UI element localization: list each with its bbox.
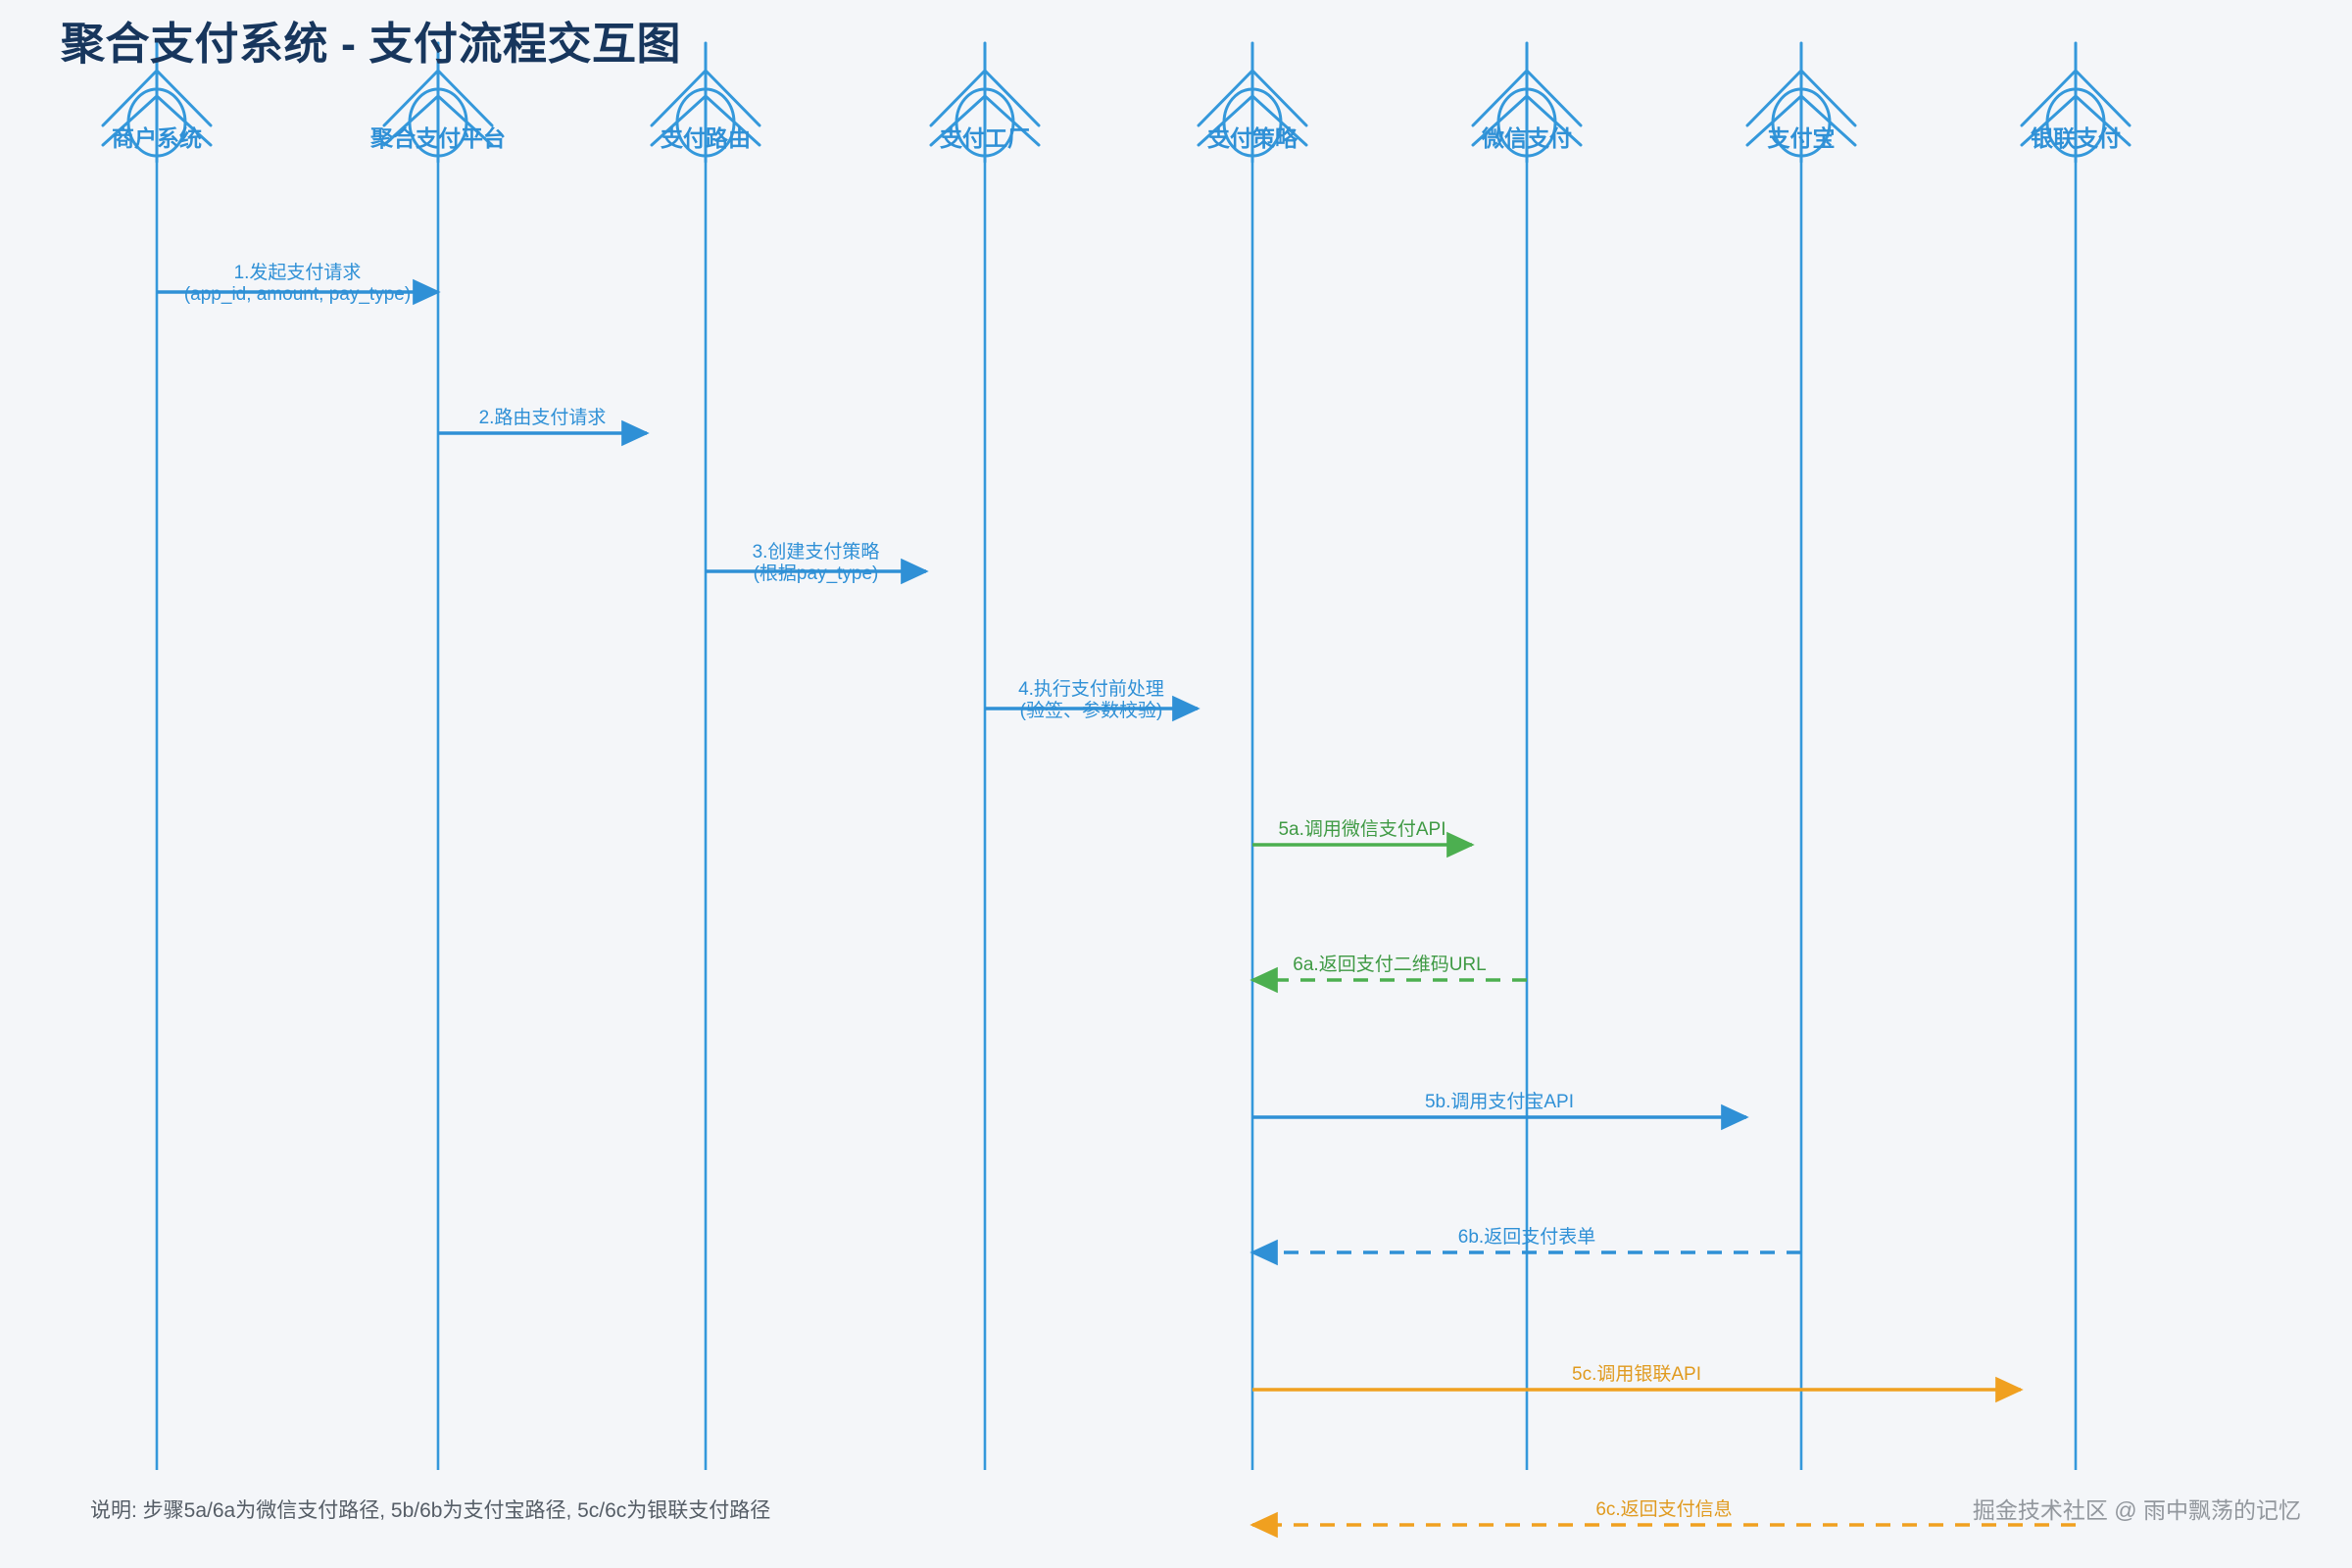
- actor-figure-unionpay: [2020, 41, 2132, 164]
- watermark: 掘金技术社区 @ 雨中飘荡的记忆: [1972, 1497, 2301, 1523]
- actor-figure-factory: [929, 41, 1041, 164]
- message-label-m2: 2.路由支付请求: [479, 408, 607, 429]
- page-title: 聚合支付系统 - 支付流程交互图: [61, 19, 681, 69]
- message-label-m6b: 6b.返回支付表单: [1458, 1227, 1595, 1249]
- actor-figure-wechat: [1471, 41, 1583, 164]
- actor-label-strategy: 支付策略: [1207, 125, 1298, 151]
- actor-figures-layer: [101, 41, 2132, 164]
- actor-figure-strategy: [1197, 41, 1308, 164]
- actor-figure-merchant: [101, 41, 213, 164]
- message-text-primary: 5a.调用微信支付API: [1278, 819, 1446, 840]
- actor-figure-gateway: [382, 41, 494, 164]
- message-label-m5a: 5a.调用微信支付API: [1278, 819, 1446, 841]
- message-text-primary: 3.创建支付策略: [752, 542, 880, 563]
- message-arrows-layer: [157, 278, 2076, 1539]
- message-label-m6c: 6c.返回支付信息: [1595, 1499, 1732, 1521]
- actor-figure-alipay: [1745, 41, 1857, 164]
- message-label-m6a: 6a.返回支付二维码URL: [1293, 955, 1486, 976]
- actor-label-factory: 支付工厂: [940, 125, 1030, 151]
- message-text-primary: 5c.调用银联API: [1572, 1364, 1701, 1385]
- message-label-m1: 1.发起支付请求(app_id, amount, pay_type): [184, 263, 411, 307]
- actor-label-merchant: 商户系统: [112, 125, 202, 151]
- actor-label-unionpay: 银联支付: [2031, 125, 2121, 151]
- actor-figure-router: [650, 41, 761, 164]
- actor-label-gateway: 聚合支付平台: [370, 125, 506, 151]
- message-label-m5c: 5c.调用银联API: [1572, 1364, 1701, 1386]
- message-text-secondary: (根据pay_type): [753, 564, 879, 585]
- actor-label-wechat: 微信支付: [1482, 125, 1572, 151]
- message-text-primary: 6b.返回支付表单: [1457, 1227, 1596, 1248]
- message-label-m5b: 5b.调用支付宝API: [1425, 1092, 1574, 1113]
- footer-note: 说明: 步骤5a/6a为微信支付路径, 5b/6b为支付宝路径, 5c/6c为银…: [90, 1499, 771, 1522]
- message-text-secondary: (验签、参数校验): [1019, 701, 1163, 722]
- lifelines-layer: [155, 157, 2078, 1470]
- message-label-m3: 3.创建支付策略(根据pay_type): [753, 542, 880, 586]
- message-text-primary: 6a.返回支付二维码URL: [1293, 955, 1487, 975]
- message-text-primary: 1.发起支付请求: [233, 263, 362, 283]
- actor-label-router: 支付路由: [661, 125, 751, 151]
- message-text-primary: 6c.返回支付信息: [1595, 1499, 1733, 1520]
- message-label-m4: 4.执行支付前处理(验签、参数校验): [1018, 679, 1164, 723]
- message-text-primary: 2.路由支付请求: [478, 408, 607, 428]
- message-text-primary: 4.执行支付前处理: [1018, 679, 1164, 700]
- message-text-secondary: (app_id, amount, pay_type): [183, 284, 412, 306]
- actor-label-alipay: 支付宝: [1767, 125, 1836, 151]
- message-text-primary: 5b.调用支付宝API: [1424, 1092, 1575, 1112]
